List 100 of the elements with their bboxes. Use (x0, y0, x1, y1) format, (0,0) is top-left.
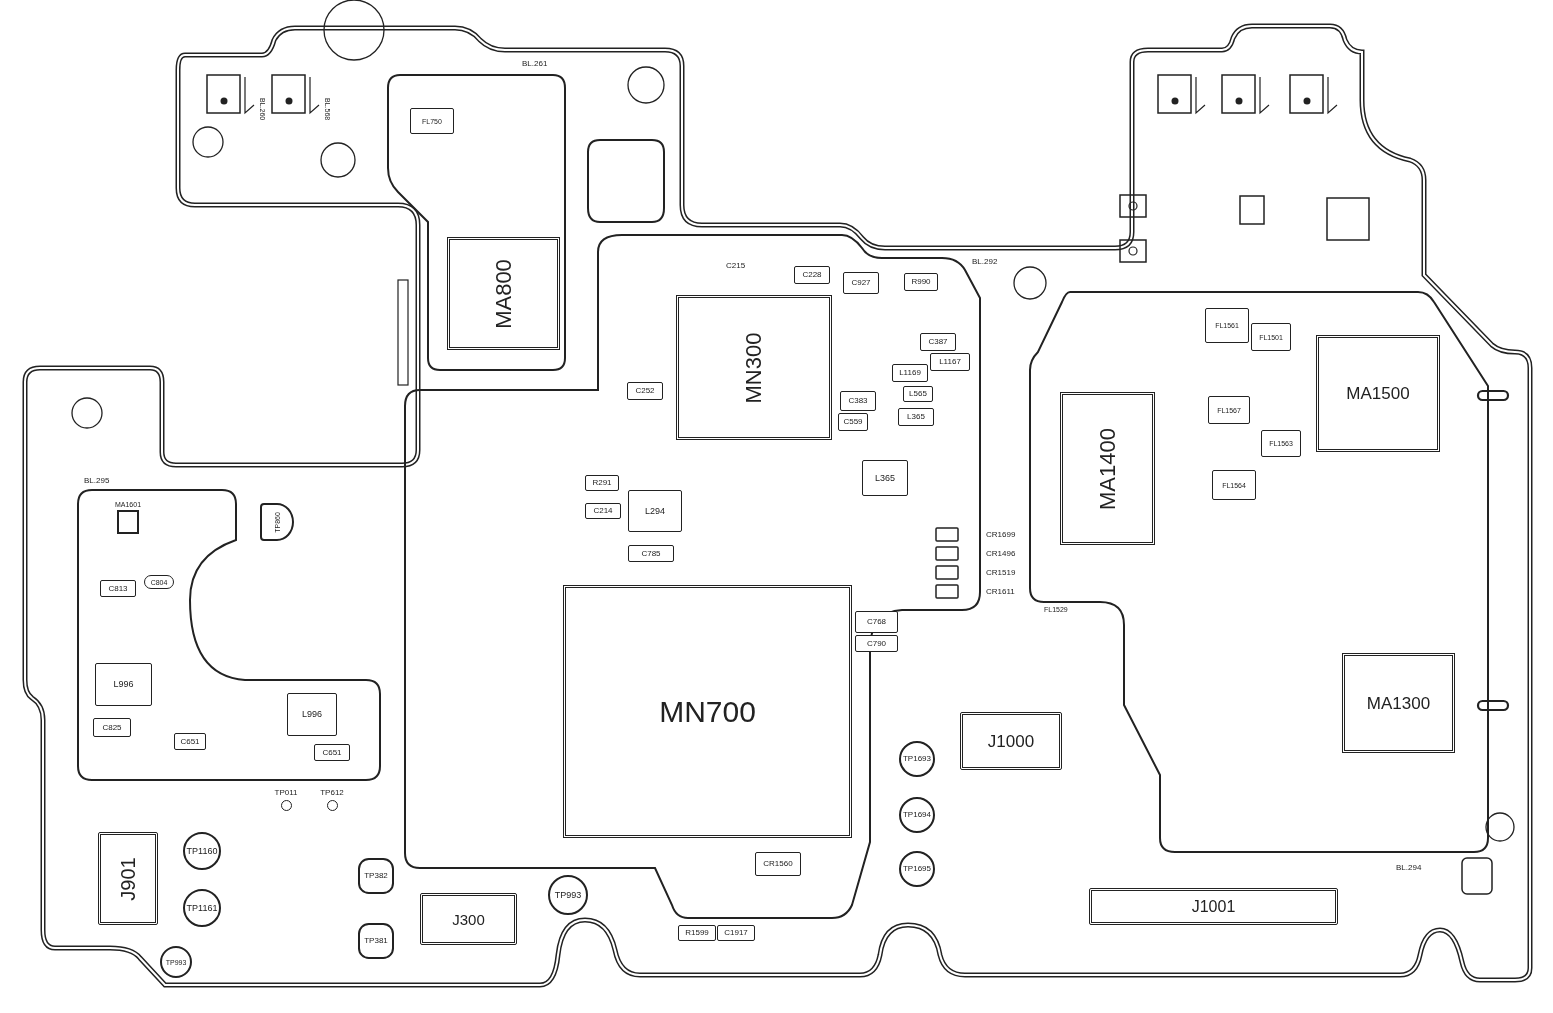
component-footprint (314, 744, 350, 761)
component-footprint (287, 693, 337, 736)
reference-designator: C927 (851, 279, 871, 287)
reference-designator: C825 (102, 723, 122, 732)
component-footprint (855, 635, 898, 652)
component-footprint (904, 273, 938, 291)
reference-designator: L565 (909, 390, 927, 398)
reference-designator: C387 (928, 338, 948, 346)
component-footprint (920, 333, 956, 351)
reference-designator: C790 (866, 639, 887, 648)
reference-designator: L996 (113, 680, 134, 689)
reference-designator: C1917 (724, 929, 748, 937)
test-point-pad (358, 858, 394, 894)
component-footprint (174, 733, 206, 750)
reference-designator: L365 (875, 473, 895, 483)
reference-designator: C651 (322, 748, 342, 757)
connector-footprint (1089, 888, 1338, 925)
test-point-pad (899, 851, 935, 887)
connector-footprint (420, 893, 517, 945)
reference-designator: L996 (302, 710, 322, 719)
silkscreen-label: BL.295 (84, 477, 110, 485)
component-footprint (144, 575, 174, 589)
ic-footprint (1342, 653, 1455, 753)
reference-designator: MA1300 (1366, 694, 1431, 712)
reference-designator: TP011 (274, 789, 298, 797)
reference-designator: TP993 (554, 890, 582, 900)
test-point-pad (358, 923, 394, 959)
reference-designator: R291 (592, 479, 612, 487)
reference-designator: L294 (645, 506, 665, 516)
component-footprint (95, 663, 152, 706)
component-footprint (855, 611, 898, 633)
component-footprint (1251, 323, 1291, 351)
test-point-pad (183, 832, 221, 870)
component-footprint (898, 408, 934, 426)
reference-designator: TP382 (364, 872, 388, 880)
component-footprint (628, 545, 674, 562)
reference-designator: TP1695 (903, 865, 931, 873)
reference-designator: TP1694 (903, 811, 931, 819)
component-footprint (862, 460, 908, 496)
reference-designator: C228 (802, 271, 822, 279)
component-footprint (892, 364, 928, 382)
reference-designator: TP1161 (186, 903, 218, 913)
component-footprint (627, 382, 663, 400)
reference-designator: MA800 (492, 258, 515, 329)
component-footprint (930, 353, 970, 371)
silkscreen-label: CR1611 (986, 588, 1015, 596)
component-footprint (843, 272, 879, 294)
reference-designator: J1000 (987, 732, 1035, 750)
test-point-pad (260, 503, 294, 541)
reference-designator: J901 (118, 856, 138, 901)
connector-footprint (98, 832, 158, 925)
reference-designator: R990 (911, 278, 931, 286)
component-footprint (838, 413, 868, 431)
reference-designator: L365 (907, 413, 925, 421)
reference-designator: C252 (635, 387, 655, 395)
silkscreen-label: CR1519 (986, 569, 1016, 577)
reference-designator: C813 (108, 584, 128, 593)
component-footprint (755, 852, 801, 876)
component-footprint (717, 925, 755, 941)
reference-designator: R1599 (685, 929, 709, 937)
ic-footprint (1060, 392, 1155, 545)
reference-designator: C559 (843, 418, 863, 426)
test-point-pad (183, 889, 221, 927)
test-point-pad (899, 797, 935, 833)
reference-designator: L1169 (899, 369, 921, 377)
test-point-pad (160, 946, 192, 978)
reference-designator: C768 (866, 618, 887, 626)
ic-footprint (563, 585, 852, 838)
ic-footprint (676, 295, 832, 440)
silkscreen-label: BL.292 (972, 258, 998, 266)
component-footprint (1212, 470, 1256, 500)
component-footprint (628, 490, 682, 532)
component-footprint (585, 475, 619, 491)
connector-footprint (960, 712, 1062, 770)
test-point-pad (899, 741, 935, 777)
component-footprint (93, 718, 131, 737)
reference-designator: C383 (848, 397, 868, 405)
component-footprint (1205, 308, 1249, 343)
reference-designator: L1167 (939, 358, 961, 366)
reference-designator: TP381 (364, 937, 388, 945)
reference-designator: TP1693 (903, 755, 931, 763)
reference-designator: MA1500 (1346, 385, 1410, 402)
component-footprint (585, 503, 621, 519)
reference-designator: J300 (452, 911, 485, 927)
silkscreen-label: BL.294 (1396, 864, 1422, 872)
silkscreen-label: C215 (726, 262, 746, 270)
component-footprint (1208, 396, 1250, 424)
reference-designator: C785 (641, 549, 661, 558)
component-footprint (678, 925, 716, 941)
reference-designator: MN700 (659, 696, 756, 727)
ic-footprint (447, 237, 560, 350)
component-footprint (903, 386, 933, 402)
silkscreen-label: CR1699 (986, 531, 1016, 539)
reference-designator: C214 (593, 507, 613, 515)
component-footprint (1261, 430, 1301, 457)
component-footprint (100, 580, 136, 597)
test-point-pad (548, 875, 588, 915)
reference-designator: TP612 (320, 789, 344, 797)
reference-designator: MA1400 (1096, 427, 1119, 510)
reference-designator: TP1160 (186, 846, 218, 856)
